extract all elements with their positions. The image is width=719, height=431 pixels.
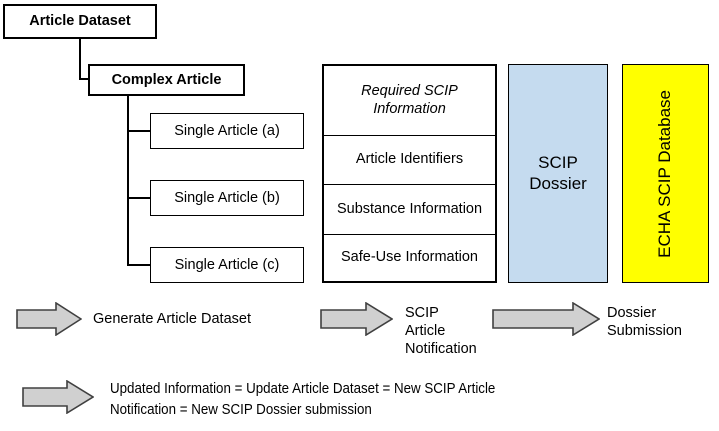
generate-article-dataset-caption: Generate Article Dataset xyxy=(93,311,251,327)
single-article-b-box: Single Article (b) xyxy=(150,180,304,216)
scip-table-header: Required SCIP Information xyxy=(324,66,495,136)
generate-article-dataset-arrow xyxy=(16,302,82,336)
connector-leaf-c xyxy=(127,264,151,266)
scip-table-row-safe-use-information: Safe-Use Information xyxy=(340,249,478,266)
connector-root-elbow xyxy=(79,78,90,80)
required-scip-information-table: Required SCIP Information Article Identi… xyxy=(322,64,497,283)
scip-table-row-article-identifiers: Article Identifiers xyxy=(324,136,495,185)
complex-article-box: Complex Article xyxy=(88,64,245,96)
connector-root-vertical xyxy=(79,39,81,80)
echa-scip-database-label: ECHA SCIP Database xyxy=(655,89,675,258)
updated-information-arrow xyxy=(22,380,94,414)
scip-table-row-substance-information: Substance Information xyxy=(324,185,495,235)
single-article-c-box: Single Article (c) xyxy=(150,247,304,283)
scip-article-notification-arrow xyxy=(320,302,393,336)
arrow-shape xyxy=(492,302,600,336)
arrow-shape xyxy=(16,302,82,336)
arrow-shape xyxy=(22,380,94,414)
updated-information-caption: Updated Information = Update Article Dat… xyxy=(110,381,496,419)
connector-leaf-a xyxy=(127,130,151,132)
scip-dossier-box: SCIP Dossier xyxy=(508,64,608,283)
scip-dossier-label: SCIP Dossier xyxy=(529,153,587,193)
article-dataset-box: Article Dataset xyxy=(3,4,157,39)
dossier-submission-arrow xyxy=(492,302,600,336)
connector-leaf-b xyxy=(127,197,151,199)
connector-node-spine xyxy=(127,96,129,266)
echa-scip-database-box: ECHA SCIP Database xyxy=(622,64,709,283)
arrow-shape xyxy=(320,302,393,336)
single-article-a-box: Single Article (a) xyxy=(150,113,304,149)
